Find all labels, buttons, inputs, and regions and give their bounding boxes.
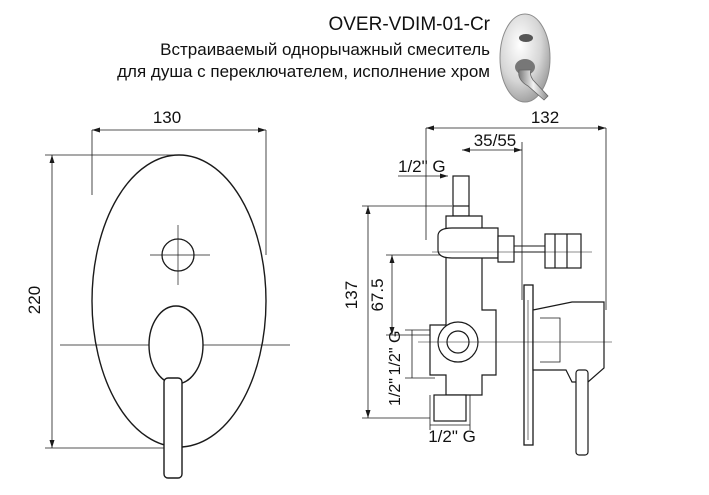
thread-bottom-label: 1/2" G — [428, 427, 476, 446]
side-mid-height-label: 67.5 — [368, 278, 387, 311]
side-height-label: 137 — [342, 281, 361, 309]
model-code: OVER-VDIM-01-Cr — [328, 14, 490, 35]
description-line-2: для душа с переключателем, исполнение хр… — [117, 62, 490, 81]
front-height-label: 220 — [25, 286, 44, 314]
side-view — [362, 125, 612, 456]
side-depth-label: 35/55 — [474, 131, 517, 150]
thread-left-upper-label: 1/2" G — [387, 331, 404, 376]
product-thumbnail — [499, 13, 551, 103]
side-width-label: 132 — [531, 108, 559, 127]
description-line-1: Встраиваемый однорычажный смеситель — [160, 40, 490, 59]
thread-left-lower-label: 1/2" — [387, 378, 404, 406]
front-view — [45, 127, 290, 479]
thread-top-label: 1/2" G — [398, 157, 446, 176]
front-width-label: 130 — [153, 108, 181, 127]
